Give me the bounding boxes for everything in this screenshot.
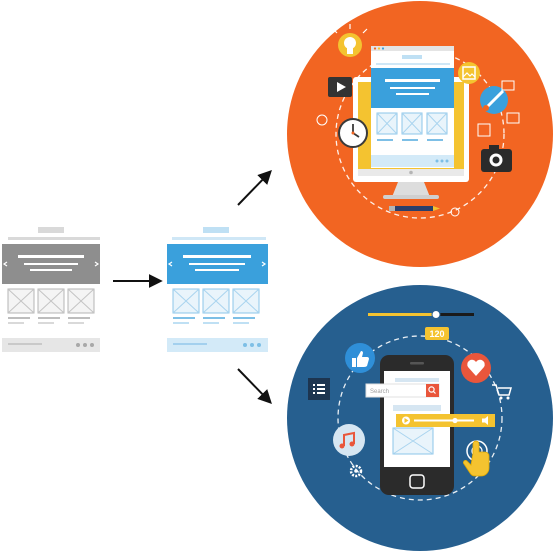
music-icon (333, 424, 365, 456)
search-bar[interactable]: Search (365, 383, 440, 398)
webpage-window (371, 46, 454, 168)
gray-thumbnails (7, 288, 95, 314)
gallery-icon (458, 62, 480, 84)
gray-wireframe (2, 227, 100, 352)
outline-icons (316, 80, 520, 217)
search-placeholder: Search (370, 389, 389, 395)
gear-icon (349, 464, 363, 478)
camera-icon (481, 145, 512, 172)
media-player-bar (396, 414, 495, 427)
lightbulb-icon (332, 24, 368, 57)
mobile-design-circle: 120 Search (287, 285, 553, 551)
arrow-icon (237, 368, 272, 405)
desktop-web-design-circle (287, 1, 553, 267)
arrow-icon (237, 169, 272, 206)
clock-icon (338, 118, 368, 148)
heart-icon (461, 353, 491, 383)
search-icon (428, 386, 436, 394)
blue-thumbnails (172, 288, 260, 314)
paint-brush-icon (480, 86, 508, 114)
pencil-icon (389, 206, 440, 211)
touch-hand-icon (463, 440, 490, 477)
list-icon (308, 378, 330, 400)
count-badge: 120 (425, 327, 449, 340)
count-badge-label: 120 (429, 329, 444, 339)
cart-icon (492, 384, 512, 400)
video-icon (328, 77, 352, 97)
blue-wireframe (167, 227, 268, 352)
like-icon (345, 343, 375, 373)
volume-slider (368, 310, 474, 319)
